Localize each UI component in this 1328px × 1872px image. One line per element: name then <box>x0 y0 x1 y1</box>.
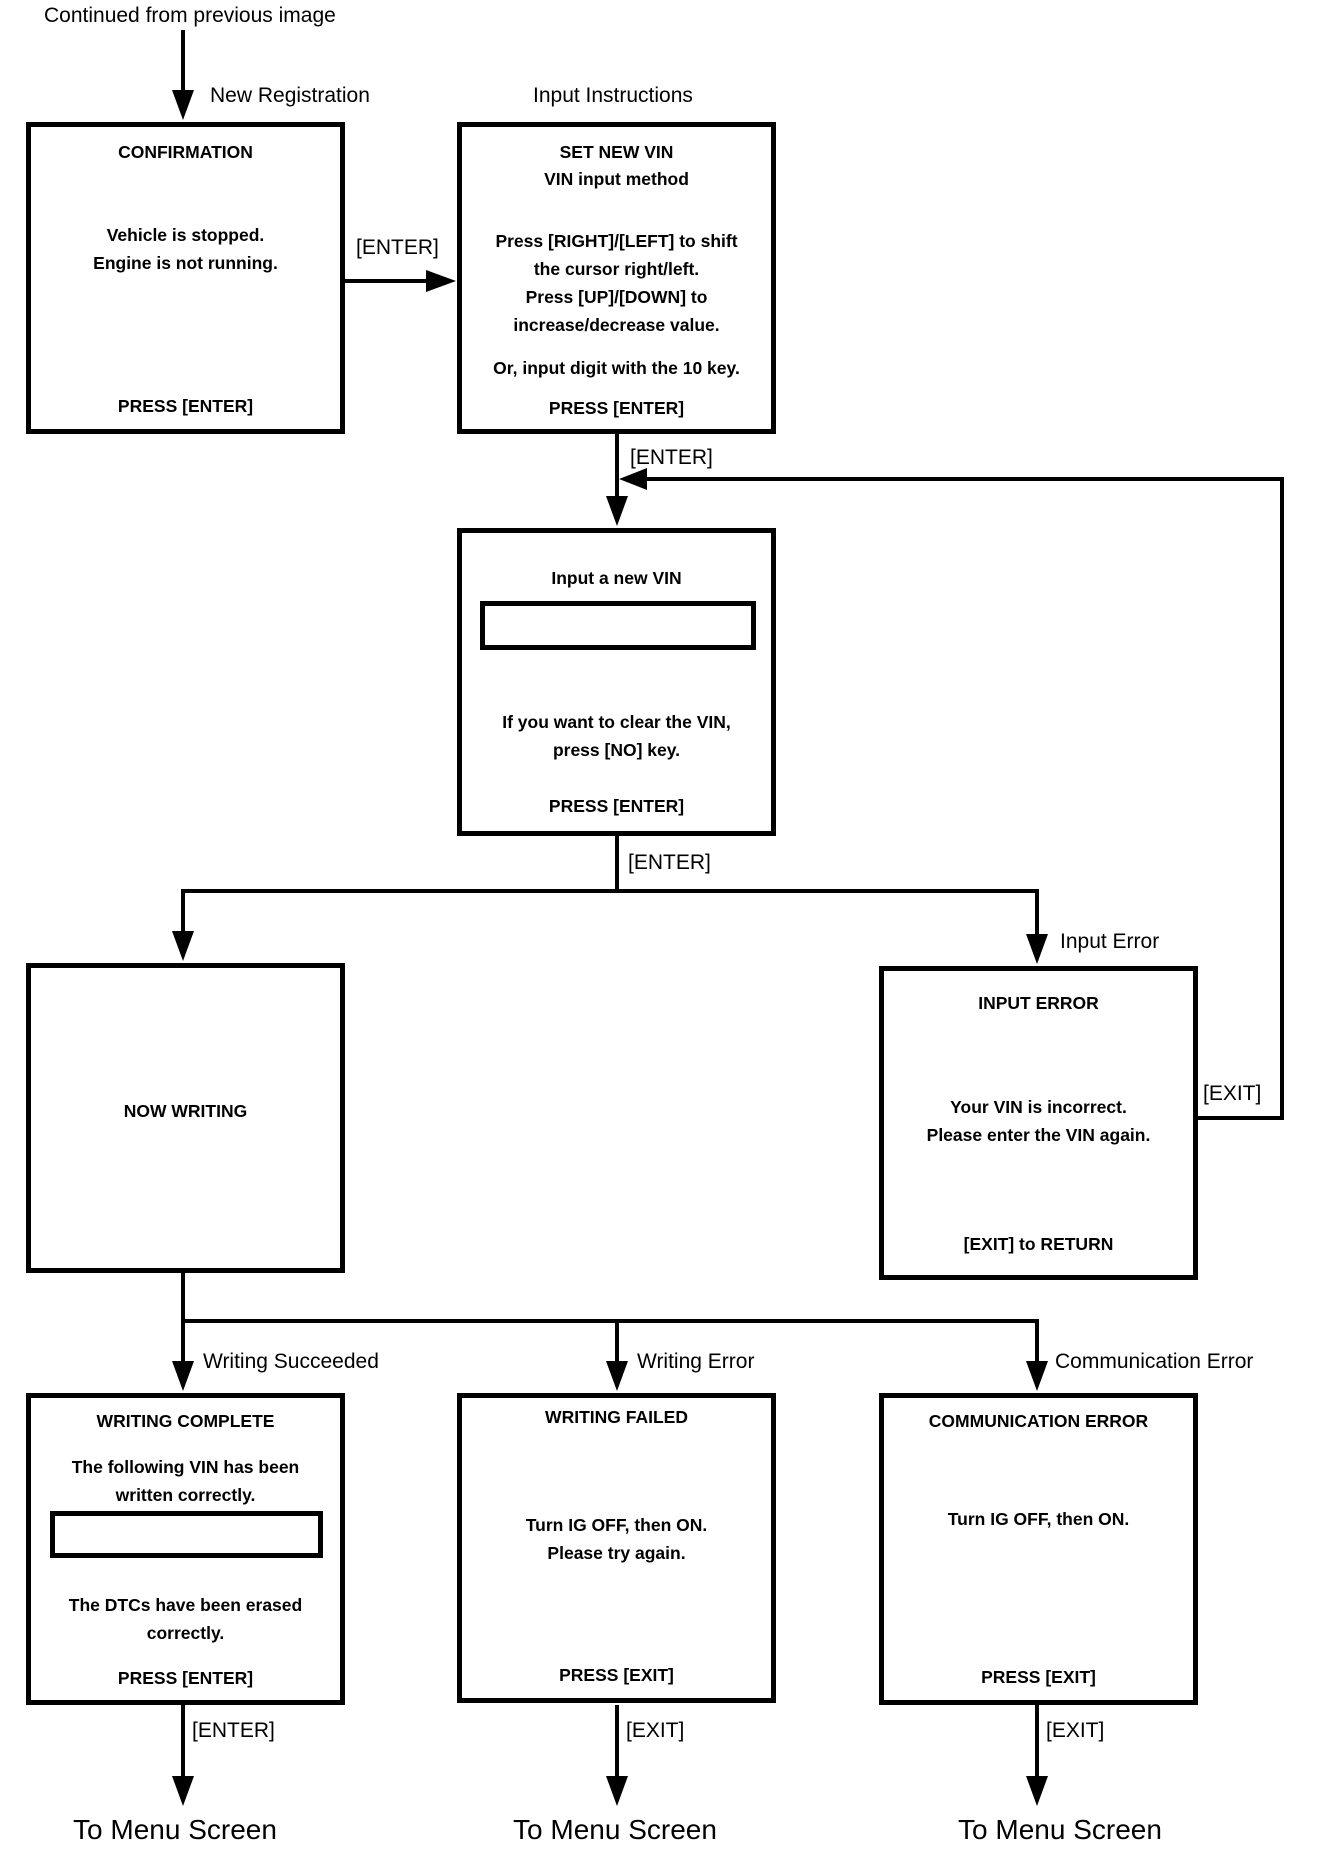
confirmation-line2: Engine is not running. <box>93 253 278 273</box>
writing-complete-line4: correctly. <box>146 1623 225 1643</box>
confirmation-footer: PRESS [ENTER] <box>117 396 254 416</box>
arrowhead-down-icon <box>1026 934 1048 964</box>
communication-error-box: COMMUNICATION ERROR Turn IG OFF, then ON… <box>879 1393 1198 1705</box>
writing-failed-footer: PRESS [EXIT] <box>559 1665 674 1685</box>
writing-failed-body: Turn IG OFF, then ON. Please try again. <box>462 1511 771 1567</box>
input-error-title: INPUT ERROR <box>978 993 1099 1013</box>
confirmation-title: CONFIRMATION <box>118 142 253 162</box>
now-writing-title: NOW WRITING <box>123 1101 248 1121</box>
arrowhead-down-icon <box>172 1776 194 1806</box>
set-new-vin-box: SET NEW VIN VIN input method Press [RIGH… <box>457 122 776 434</box>
confirmation-line1: Vehicle is stopped. <box>106 225 265 245</box>
writing-complete-body: The following VIN has been written corre… <box>31 1453 340 1509</box>
input-error-box: INPUT ERROR Your VIN is incorrect. Pleas… <box>879 966 1198 1280</box>
writing-complete-line3: The DTCs have been erased <box>68 1595 303 1615</box>
connector-split-1-left <box>181 889 185 935</box>
now-writing-box: NOW WRITING <box>26 963 345 1273</box>
writing-failed-line2: Please try again. <box>547 1543 686 1563</box>
arrowhead-down-icon <box>606 496 628 526</box>
connector-return-top <box>645 477 1284 481</box>
enter-label-2: [ENTER] <box>630 446 713 469</box>
set-new-vin-line1: Press [RIGHT]/[LEFT] to shift <box>495 231 738 251</box>
connector-entry-stem <box>181 30 185 95</box>
set-new-vin-body: Press [RIGHT]/[LEFT] to shift the cursor… <box>462 227 771 339</box>
input-error-footer: [EXIT] to RETURN <box>963 1234 1114 1254</box>
writing-error-label: Writing Error <box>637 1350 755 1373</box>
input-instructions-label: Input Instructions <box>533 84 693 107</box>
set-new-vin-footer: PRESS [ENTER] <box>548 398 685 418</box>
arrowhead-down-icon <box>606 1361 628 1391</box>
writing-complete-footer: PRESS [ENTER] <box>117 1668 254 1688</box>
confirmation-body: Vehicle is stopped. Engine is not runnin… <box>31 221 340 277</box>
connector-split-1-right <box>1035 889 1039 938</box>
new-registration-label: New Registration <box>210 84 370 107</box>
writing-failed-box: WRITING FAILED Turn IG OFF, then ON. Ple… <box>457 1393 776 1703</box>
set-new-vin-line4: increase/decrease value. <box>513 315 720 335</box>
connector-exit-right <box>1035 1705 1039 1777</box>
set-new-vin-line5: Or, input digit with the 10 key. <box>493 358 740 378</box>
writing-failed-line1: Turn IG OFF, then ON. <box>525 1515 708 1535</box>
writing-complete-title: WRITING COMPLETE <box>96 1411 275 1431</box>
writing-failed-title: WRITING FAILED <box>545 1407 688 1427</box>
input-error-line2: Please enter the VIN again. <box>926 1125 1151 1145</box>
input-error-line1: Your VIN is incorrect. <box>950 1097 1127 1117</box>
connector-split-2-right <box>1035 1319 1039 1362</box>
to-menu-screen-mid: To Menu Screen <box>513 1814 717 1845</box>
enter-label-bottom: [ENTER] <box>192 1719 275 1742</box>
arrowhead-down-icon <box>172 1361 194 1391</box>
input-error-branch-label: Input Error <box>1060 930 1160 953</box>
arrowhead-down-icon <box>1026 1776 1048 1806</box>
set-new-vin-subtitle: VIN input method <box>544 169 689 189</box>
connector-exit-mid <box>615 1705 619 1777</box>
writing-complete-line1: The following VIN has been <box>71 1457 300 1477</box>
connector-split-2 <box>181 1319 1039 1323</box>
enter-label-1: [ENTER] <box>356 236 439 259</box>
input-new-vin-box: Input a new VIN If you want to clear the… <box>457 528 776 836</box>
exit-loop-label: [EXIT] <box>1203 1082 1262 1105</box>
arrowhead-down-icon <box>172 90 194 120</box>
connector-nowwriting-down <box>181 1273 185 1323</box>
to-menu-screen-left: To Menu Screen <box>73 1814 277 1845</box>
connector-return-vertical <box>1280 477 1284 1120</box>
connector-return-bottom <box>1197 1116 1284 1120</box>
arrowhead-right-icon <box>426 270 456 292</box>
connector-split-2-mid <box>615 1319 619 1362</box>
input-new-vin-body: If you want to clear the VIN, press [NO]… <box>462 708 771 764</box>
arrowhead-down-icon <box>172 931 194 961</box>
vin-input-field <box>480 601 756 650</box>
writing-complete-line2: written correctly. <box>115 1485 256 1505</box>
exit-label-bottom-right: [EXIT] <box>1046 1719 1105 1742</box>
connector-inputvin-down <box>615 836 619 893</box>
communication-error-footer: PRESS [EXIT] <box>981 1667 1096 1687</box>
writing-complete-body2: The DTCs have been erased correctly. <box>31 1591 340 1647</box>
confirmation-box: CONFIRMATION Vehicle is stopped. Engine … <box>26 122 345 434</box>
connector-setvin-down <box>615 434 619 498</box>
communication-error-line1: Turn IG OFF, then ON. <box>947 1509 1130 1529</box>
connector-split-1 <box>181 889 1039 893</box>
input-new-vin-title: Input a new VIN <box>551 568 682 588</box>
continued-from-label: Continued from previous image <box>44 4 336 27</box>
set-new-vin-line3: Press [UP]/[DOWN] to <box>525 287 708 307</box>
set-new-vin-line2: the cursor right/left. <box>533 259 700 279</box>
input-new-vin-line2: press [NO] key. <box>552 740 681 760</box>
enter-label-3: [ENTER] <box>628 851 711 874</box>
to-menu-screen-right: To Menu Screen <box>958 1814 1162 1845</box>
arrowhead-down-icon <box>606 1776 628 1806</box>
arrowhead-left-icon <box>619 468 647 490</box>
exit-label-bottom-mid: [EXIT] <box>626 1719 685 1742</box>
communication-error-title: COMMUNICATION ERROR <box>928 1411 1149 1431</box>
writing-complete-box: WRITING COMPLETE The following VIN has b… <box>26 1393 345 1705</box>
vin-written-field <box>50 1511 323 1558</box>
input-new-vin-line1: If you want to clear the VIN, <box>502 712 731 732</box>
communication-error-label: Communication Error <box>1055 1350 1254 1373</box>
input-new-vin-footer: PRESS [ENTER] <box>548 796 685 816</box>
input-error-body: Your VIN is incorrect. Please enter the … <box>884 1093 1193 1149</box>
connector-split-2-left <box>181 1319 185 1362</box>
connector-exit-left <box>181 1705 185 1777</box>
connector-conf-to-setvin <box>345 279 431 283</box>
arrowhead-down-icon <box>1026 1361 1048 1391</box>
set-new-vin-title: SET NEW VIN <box>559 142 674 162</box>
writing-succeeded-label: Writing Succeeded <box>203 1350 379 1373</box>
